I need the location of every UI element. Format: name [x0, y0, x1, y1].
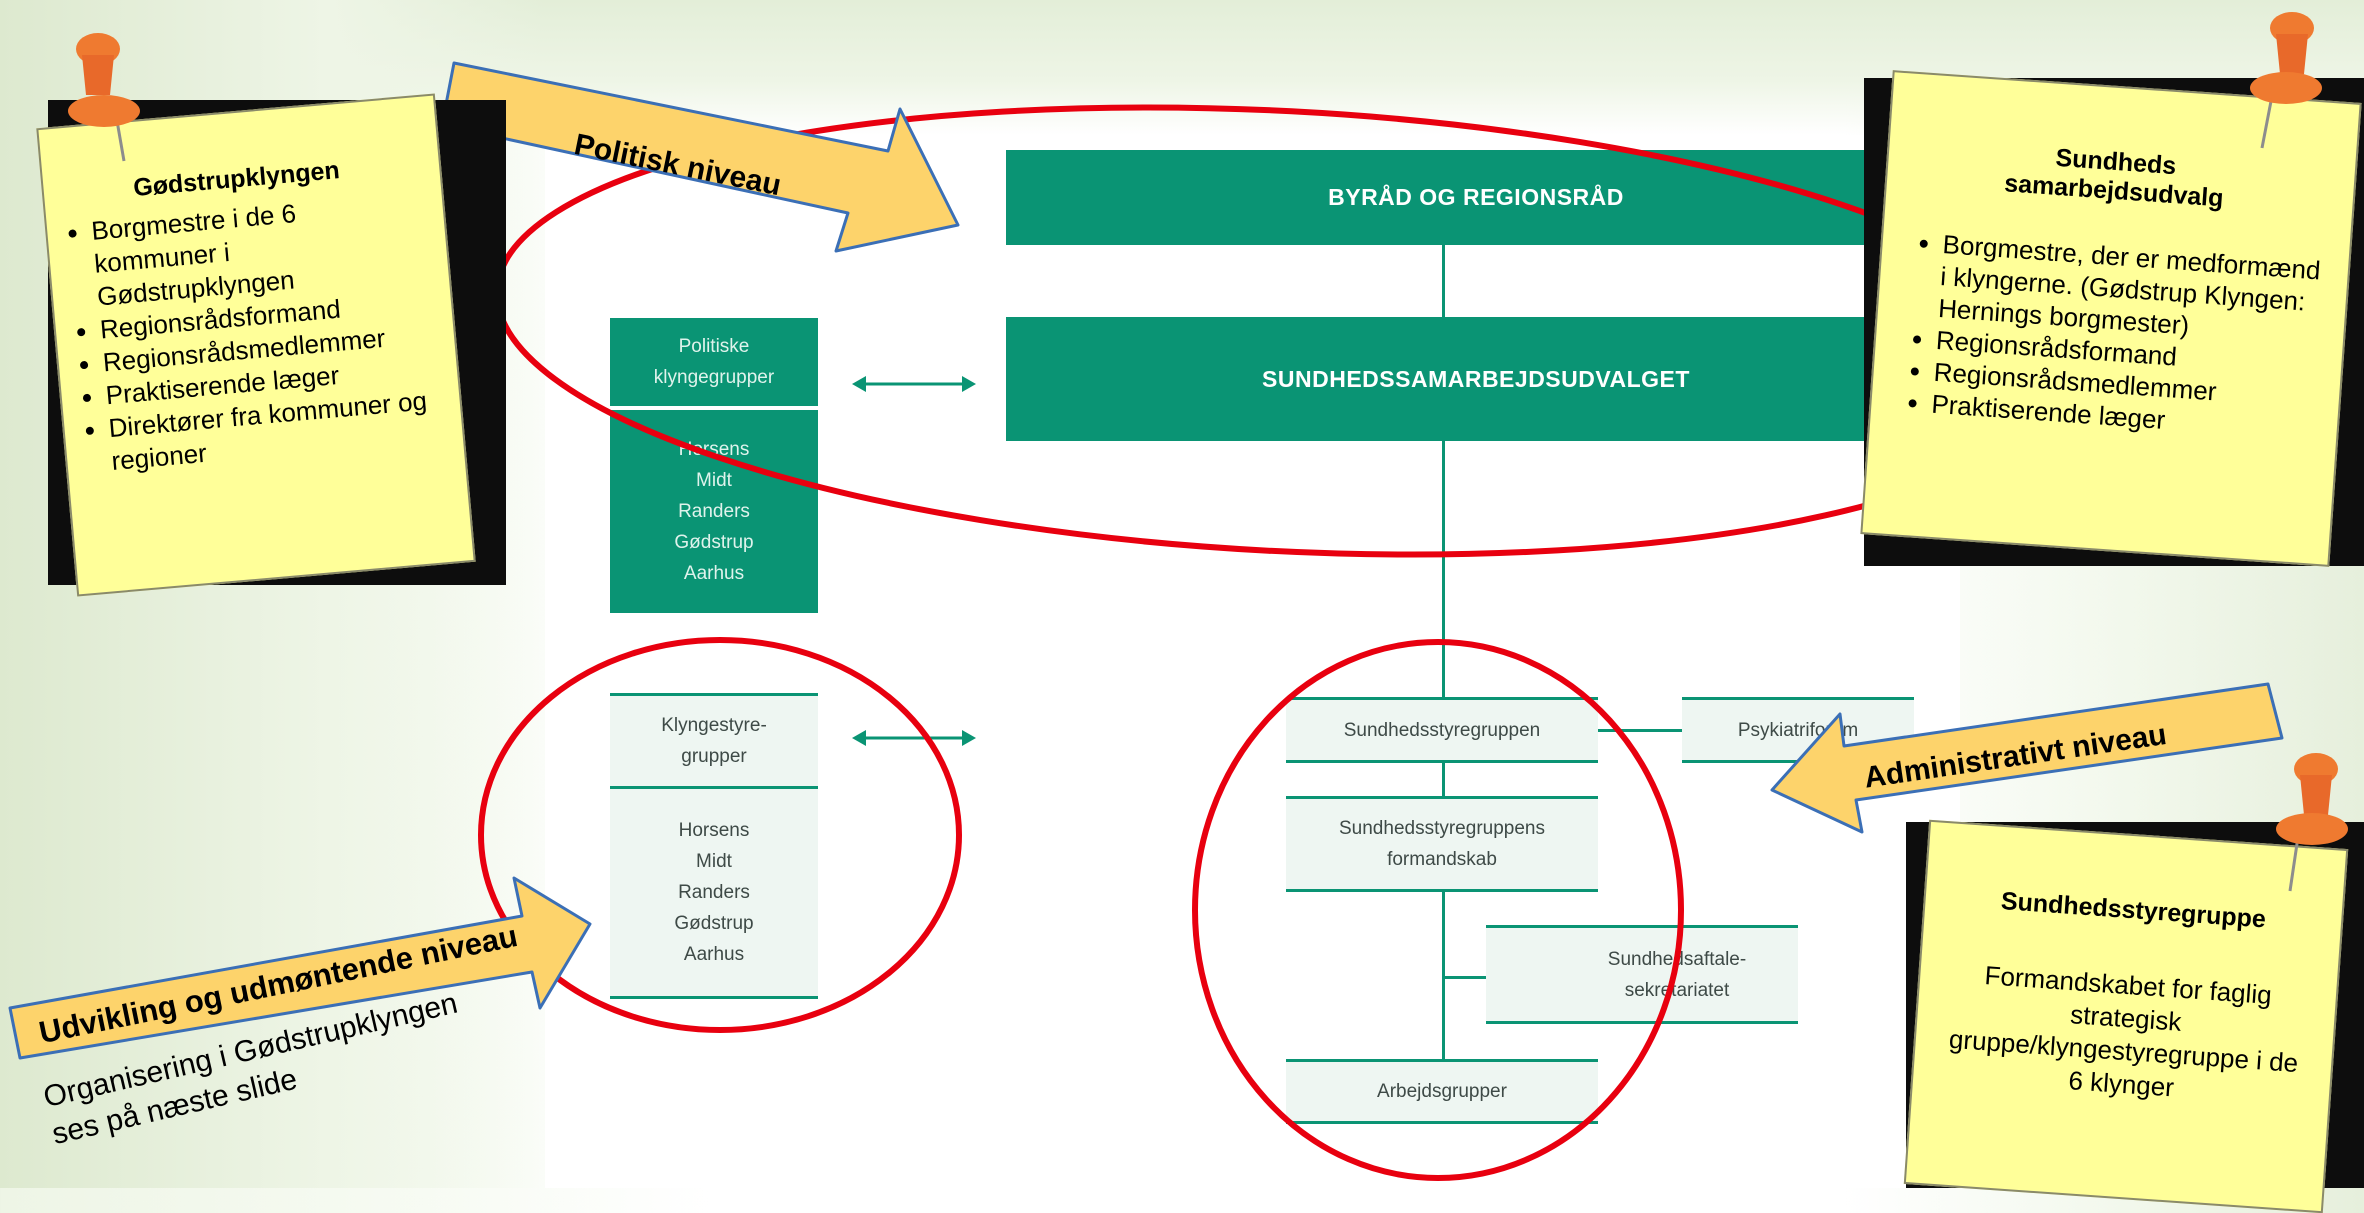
connector-chair-down [1442, 892, 1445, 1059]
pushpin-icon [68, 33, 140, 162]
working-groups-rule-top [1286, 1059, 1598, 1062]
main-box-sundhedssamarbejdsudvalget: SUNDHEDSSAMARBEJDSUDVALGET [1006, 317, 1946, 441]
steering-member: Aarhus [683, 944, 745, 965]
connector-psychiatry [1598, 729, 1682, 732]
pushpin-icon [2250, 12, 2322, 149]
political-groups-header: Politiske klyngegrupper [610, 318, 818, 406]
psychiatry-rule-top [1682, 697, 1914, 700]
chair-rule-top [1286, 796, 1598, 799]
note-godstrup: Gødstrupklyngen Borgmestre i de 6 kommun… [36, 93, 476, 597]
ellipse-administrative [1192, 639, 1684, 1181]
steering-groups-header: Klyngestyre-grupper [610, 696, 818, 786]
arrow-development-shape [8, 876, 592, 1060]
steering-groups-rule-mid [610, 786, 818, 789]
steering-member: Midt [696, 851, 732, 872]
note-godstrup-list: Borgmestre i de 6 kommuner i Gødstrupkly… [56, 186, 444, 481]
top-box-byraad: BYRÅD OG REGIONSRÅD [1006, 150, 1946, 245]
working-groups-label: Arbejdsgrupper [1377, 1081, 1507, 1102]
connector-main-down [1442, 441, 1445, 707]
working-groups-rule-bottom [1286, 1121, 1598, 1124]
sundhedsstyregruppen-box: Sundhedsstyregruppen [1286, 700, 1598, 760]
steering-member: Randers [678, 882, 750, 903]
note-committee-list: Borgmestre, der er medformænd i klyngern… [1881, 225, 2327, 447]
pushpin-icon [2276, 753, 2348, 892]
arrow-administrative-shape [1770, 682, 2284, 834]
ellipse-development [478, 637, 962, 1033]
top-box-label: BYRÅD OG REGIONSRÅD [1328, 184, 1624, 210]
main-box-label: SUNDHEDSSAMARBEJDSUDVALGET [1262, 365, 1690, 392]
steering-box-rule-top [1286, 697, 1598, 700]
secretariat-box: Sundhedsaftale- sekretariatet [1486, 928, 1798, 1021]
chair-rule-bottom [1286, 889, 1598, 892]
steering-box-rule-bottom [1286, 760, 1598, 763]
political-groups-members: Horsens Midt Randers Gødstrup Aarhus [610, 410, 818, 613]
political-member: Gødstrup [674, 532, 754, 553]
secretariat-rule-top [1486, 925, 1798, 928]
arrow-political-shape [440, 61, 960, 253]
steering-groups-rule-top [610, 693, 818, 696]
political-groups-title: Politiske klyngegrupper [653, 336, 775, 388]
secretariat-line2: sekretariatet [1624, 979, 1730, 1001]
formandskab-line2: formandskab [1387, 849, 1497, 870]
steering-member: Horsens [678, 820, 750, 841]
steering-groups-rule-bottom [610, 996, 818, 999]
steering-member: Gødstrup [674, 913, 754, 934]
formandskab-line1: Sundhedsstyregruppens [1339, 818, 1545, 839]
note-steering-body: Formandskabet for faglig strategisk grup… [1948, 960, 2300, 1103]
steering-groups-members: Horsens Midt Randers Gødstrup Aarhus [610, 789, 818, 996]
steering-groups-title: Klyngestyre-grupper [661, 715, 767, 767]
connector-top-main [1442, 245, 1445, 317]
formandskab-box: Sundhedsstyregruppens formandskab [1286, 799, 1598, 889]
secretariat-rule-bottom [1486, 1021, 1798, 1024]
sundhedsstyregruppen-label: Sundhedsstyregruppen [1343, 719, 1541, 741]
double-arrow-political [852, 376, 976, 392]
political-member: Horsens [678, 439, 750, 460]
political-member: Randers [678, 501, 750, 522]
political-member: Midt [696, 470, 732, 491]
working-groups-box: Arbejdsgrupper [1286, 1062, 1598, 1121]
political-member: Aarhus [683, 563, 745, 584]
double-arrow-steering [852, 730, 976, 746]
connector-secretariat [1442, 976, 1486, 979]
connector-steering-chair [1442, 763, 1445, 796]
